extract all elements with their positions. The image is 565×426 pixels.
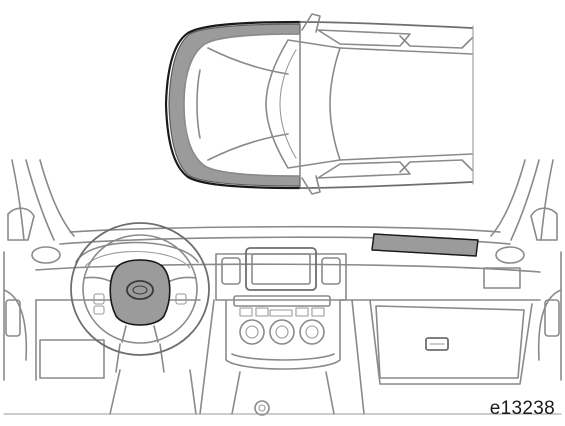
driver-airbag-location — [109, 259, 171, 326]
steering-wheel — [70, 222, 210, 356]
steering-emblem — [126, 280, 154, 300]
center-display — [245, 247, 317, 291]
mirror-right-top — [301, 175, 321, 195]
mirror-left-top — [301, 13, 321, 33]
glove-box — [375, 305, 525, 379]
windshield-top — [265, 39, 341, 169]
climate-knob-right — [299, 319, 325, 345]
car-top-view — [164, 13, 474, 195]
shift-knob — [254, 400, 270, 416]
glove-box-handle — [425, 337, 449, 351]
climate-knob-left — [239, 319, 265, 345]
figure-code-label: e13238 — [489, 398, 555, 419]
climate-knob-center — [269, 319, 295, 345]
front-outline — [164, 20, 302, 190]
dashboard-view — [3, 159, 562, 416]
